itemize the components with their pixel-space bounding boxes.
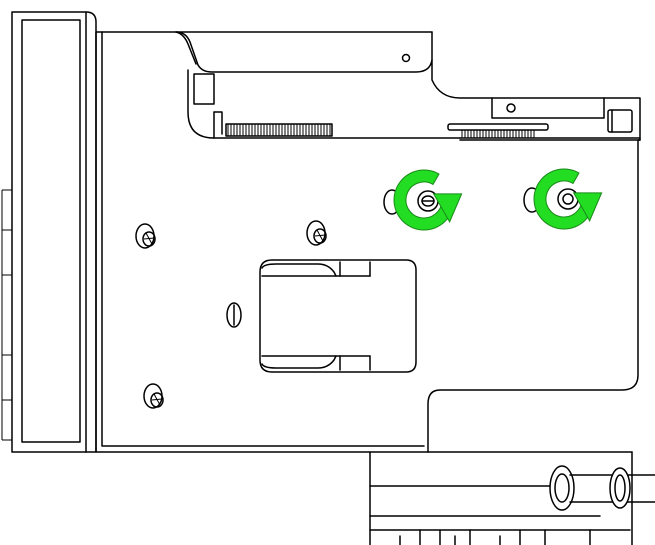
screw-left-lower: [143, 383, 164, 409]
gear-pocket: [187, 69, 461, 139]
rotate-clockwise-icon: [533, 168, 603, 230]
screw-left-upper: [135, 223, 156, 249]
screw-center-lower: [226, 302, 242, 328]
small-hole: [401, 53, 411, 63]
screw-right-b: [523, 187, 579, 213]
screw-right-a: [383, 189, 439, 215]
small-hole: [506, 103, 516, 113]
screw-center-upper: [306, 220, 327, 246]
shaft-ring: [609, 467, 631, 509]
left-rail: [1, 11, 97, 453]
rotate-clockwise-icon: [393, 169, 463, 231]
lower-housing: [369, 451, 655, 545]
center-window: [259, 259, 417, 373]
top-right-step: [401, 53, 633, 133]
shaft-collar: [549, 465, 575, 511]
rack-gear: [225, 123, 333, 137]
main-plate: [95, 31, 641, 453]
round-gear: [447, 123, 641, 141]
